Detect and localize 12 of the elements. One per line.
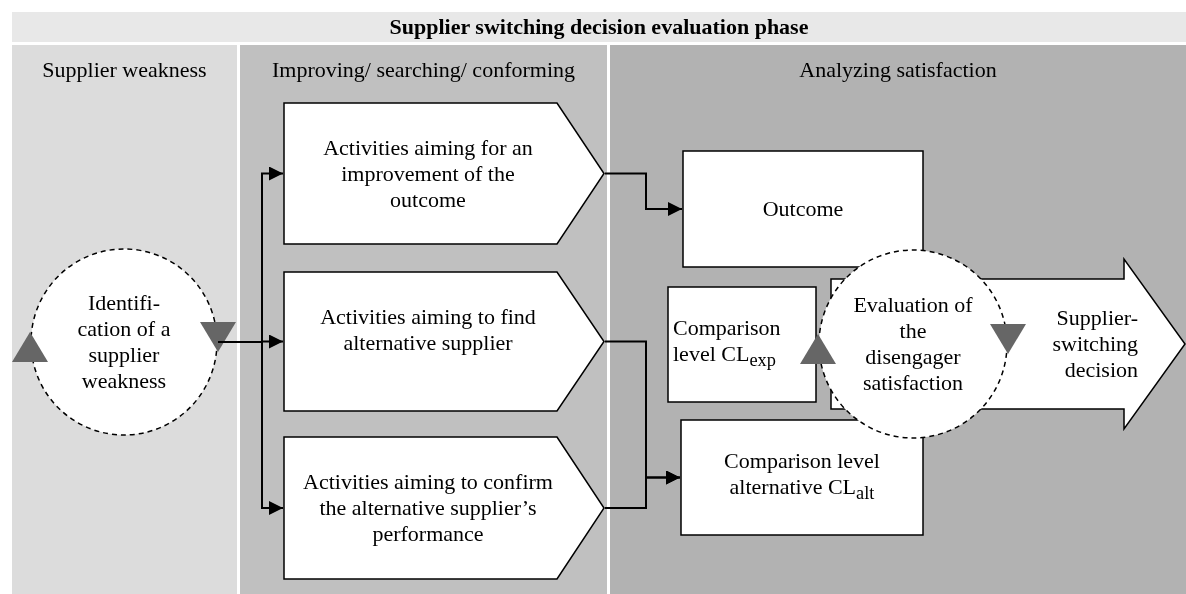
arrow — [604, 470, 681, 509]
activity-pentagon: Activities aiming to confirm the alternative supplier’s performance — [283, 436, 605, 580]
arrow — [604, 172, 683, 216]
process-box: Comparison level CL$_{exp}$ — [667, 286, 817, 403]
process-box: Outcome — [682, 150, 924, 268]
diagram-title: Supplier switching decision evaluation phase — [389, 14, 809, 40]
process-box: Comparison level alternative CL$_{alt}$ — [680, 419, 924, 536]
activity-pentagon: Activities aiming for an improvement of the outcome — [283, 102, 605, 245]
phase-column: Supplier weakness Identifi-cation of a supplier weakness — [12, 45, 237, 594]
phase-column: Improving/ searching/ conforming Activities aiming for an improvement of the outcome Activities aiming to find alternative supplier Activities aiming to confirm the alternative supplier’s performance — [240, 45, 607, 594]
activity-pentagon: Activities aiming to find alternative supplier — [283, 271, 605, 412]
phase-column: Analyzing satisfaction Outcome Comparison level CL$_{exp}$ Evaluation of the disengager satisfaction Supplier-switching decision Comparison level alternative CL$_{alt}$ — [610, 45, 1186, 594]
